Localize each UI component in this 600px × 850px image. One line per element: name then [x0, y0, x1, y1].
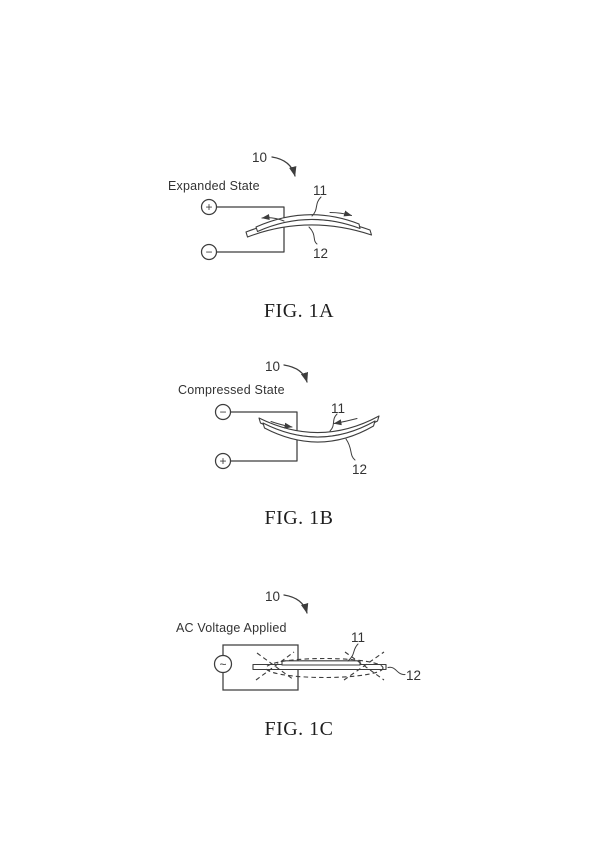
fig1a-negative-symbol: −: [205, 245, 212, 259]
fig1b-ref-10: 10: [265, 359, 281, 374]
fig1b-ref12-leader: [345, 438, 356, 461]
fig1b-layer-12-band: [262, 420, 376, 443]
fig1c-ref-10: 10: [265, 589, 281, 604]
fig1b-ref10-leader-arrow: [283, 364, 309, 383]
fig1c-vibration-envelope: [265, 657, 384, 679]
fig1c-ref11-leader: [347, 643, 359, 662]
fig1b-ref-12: 12: [352, 462, 368, 477]
fig1b-compress-arrow-right: [333, 418, 358, 426]
fig1a-circuit-wires: [215, 206, 285, 253]
fig1c-ref-12: 12: [406, 668, 422, 683]
fig1a-drawing: + −: [200, 156, 373, 261]
fig1a-negative-terminal-icon: [200, 243, 218, 261]
fig1a-state-label: Expanded State: [168, 179, 260, 193]
fig1b-drawing: − +: [214, 364, 380, 470]
fig1a-ref12-leader: [308, 226, 318, 245]
fig1c-layer-11-bar: [281, 660, 361, 666]
fig1c-ac-symbol: ~: [219, 658, 226, 672]
fig1a-ref-12: 12: [313, 246, 329, 261]
fig1a-positive-symbol: +: [205, 200, 212, 214]
fig1b-positive-terminal-icon: [214, 452, 232, 470]
fig1b-negative-symbol: −: [219, 405, 226, 419]
fig1b-caption: FIG. 1B: [264, 507, 334, 529]
fig1a-expand-arrow-left: [261, 214, 285, 222]
fig1b-ref-11: 11: [331, 401, 346, 416]
fig1a-ref-10: 10: [252, 150, 268, 165]
fig1c-ref10-leader-arrow: [283, 594, 309, 614]
fig1c-caption: FIG. 1C: [264, 718, 334, 740]
fig1c-vibration-cross-left: [255, 651, 295, 681]
fig1b-compress-arrow-left: [270, 421, 293, 429]
fig1c-ac-source-icon: [213, 654, 233, 674]
fig1a-ref10-leader-arrow: [271, 156, 297, 177]
fig1c-ref12-leader: [387, 666, 406, 676]
fig1b-positive-symbol: +: [219, 454, 226, 468]
fig1b-negative-terminal-icon: [214, 403, 232, 421]
fig1c-state-label: AC Voltage Applied: [176, 621, 287, 635]
fig1c-ref-11: 11: [351, 630, 366, 645]
fig1c-drawing: ~: [213, 594, 406, 691]
fig1a-expand-arrow-right: [329, 210, 352, 217]
fig1a-ref11-leader: [311, 196, 322, 217]
fig1a-layer-11-band: [255, 214, 361, 233]
fig1a-positive-terminal-icon: [200, 198, 218, 216]
fig1b-state-label: Compressed State: [178, 383, 285, 397]
fig1a-ref-11: 11: [313, 183, 328, 198]
fig1b-ref11-leader: [329, 413, 338, 432]
fig1a-caption: FIG. 1A: [263, 300, 335, 322]
